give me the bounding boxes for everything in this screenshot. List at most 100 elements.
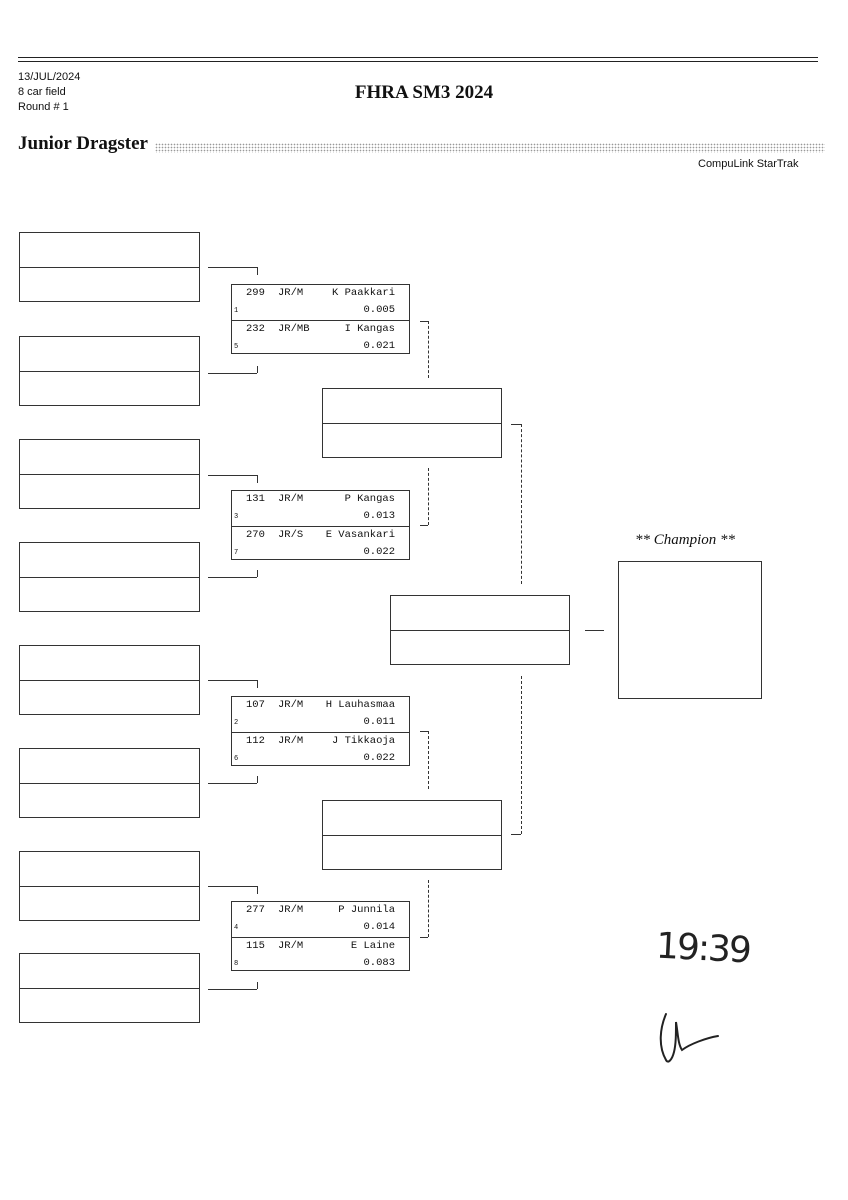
- car-number: 270: [246, 529, 265, 541]
- seed-number: 2: [234, 719, 239, 727]
- seed-number: 3: [234, 513, 239, 521]
- empty-entry-box: [19, 748, 200, 818]
- lane-bottom: 112 JR/M J Tikkaoja 0.022 6: [232, 732, 409, 768]
- connector-line: [420, 937, 428, 938]
- connector-line: [208, 373, 257, 374]
- seed-number: 6: [234, 755, 239, 763]
- car-class: JR/M: [278, 904, 304, 916]
- event-title: FHRA SM3 2024: [354, 82, 494, 103]
- car-class: JR/M: [278, 287, 304, 299]
- reaction-time: 0.011: [363, 716, 395, 728]
- round-number: Round # 1: [18, 101, 69, 113]
- car-class: JR/M: [278, 735, 304, 747]
- car-number: 277: [246, 904, 265, 916]
- category-dotted-bar: [155, 143, 825, 153]
- connector-dashed: [521, 424, 522, 584]
- connector-line: [511, 834, 521, 835]
- car-number: 112: [246, 735, 265, 747]
- car-class: JR/MB: [278, 323, 310, 335]
- category-title: Junior Dragster: [18, 133, 150, 155]
- match-pair-4: 277 JR/M P Junnila 0.014 4 115 JR/M E La…: [231, 901, 410, 971]
- connector-line: [257, 570, 258, 577]
- car-number: 299: [246, 287, 265, 299]
- match-pair-1: 299 JR/M K Paakkari 0.005 1 232 JR/MB I …: [231, 284, 410, 354]
- final-box: [390, 595, 570, 665]
- reaction-time: 0.013: [363, 510, 395, 522]
- driver-name: E Vasankari: [325, 529, 395, 541]
- driver-name: P Kangas: [344, 493, 395, 505]
- driver-name: I Kangas: [344, 323, 395, 335]
- empty-entry-box: [19, 542, 200, 612]
- connector-line: [208, 989, 257, 990]
- lane-top: 131 JR/M P Kangas 0.013 3: [232, 491, 409, 526]
- reaction-time: 0.021: [363, 340, 395, 352]
- reaction-time: 0.005: [363, 304, 395, 316]
- connector-line: [420, 321, 428, 322]
- driver-name: P Junnila: [338, 904, 395, 916]
- connector-dashed: [428, 731, 429, 789]
- handwritten-initials-icon: [659, 1013, 719, 1063]
- connector-line: [208, 475, 257, 476]
- connector-line: [208, 267, 257, 268]
- car-class: JR/S: [278, 529, 304, 541]
- seed-number: 8: [234, 960, 239, 968]
- empty-entry-box: [19, 336, 200, 406]
- connector-line: [511, 424, 521, 425]
- lane-top: 277 JR/M P Junnila 0.014 4: [232, 902, 409, 937]
- handwritten-time: 19:39: [654, 925, 751, 972]
- semifinal-box: [322, 388, 502, 458]
- connector-line: [585, 630, 604, 631]
- match-pair-2: 131 JR/M P Kangas 0.013 3 270 JR/S E Vas…: [231, 490, 410, 560]
- seed-number: 1: [234, 307, 239, 315]
- connector-line: [208, 886, 257, 887]
- match-pair-3: 107 JR/M H Lauhasmaa 0.011 2 112 JR/M J …: [231, 696, 410, 766]
- car-class: JR/M: [278, 940, 304, 952]
- connector-line: [257, 776, 258, 783]
- connector-line: [257, 886, 258, 894]
- connector-line: [208, 680, 257, 681]
- car-number: 115: [246, 940, 265, 952]
- empty-entry-box: [19, 953, 200, 1023]
- connector-line: [257, 982, 258, 989]
- driver-name: H Lauhasmaa: [325, 699, 395, 711]
- event-date: 13/JUL/2024: [18, 71, 81, 83]
- connector-line: [208, 783, 257, 784]
- empty-entry-box: [19, 645, 200, 715]
- empty-entry-box: [19, 439, 200, 509]
- connector-dashed: [428, 321, 429, 378]
- lane-top: 299 JR/M K Paakkari 0.005 1: [232, 285, 409, 320]
- reaction-time: 0.083: [363, 957, 395, 969]
- lane-top: 107 JR/M H Lauhasmaa 0.011 2: [232, 697, 409, 732]
- semifinal-box: [322, 800, 502, 870]
- connector-line: [208, 577, 257, 578]
- lane-bottom: 232 JR/MB I Kangas 0.021 5: [232, 320, 409, 356]
- event-info: 13/JUL/2024 8 car field Round # 1: [18, 70, 80, 115]
- car-number: 232: [246, 323, 265, 335]
- top-rule: [18, 57, 818, 58]
- connector-line: [257, 267, 258, 275]
- car-class: JR/M: [278, 493, 304, 505]
- connector-dashed: [521, 676, 522, 834]
- connector-line: [257, 366, 258, 373]
- connector-line: [420, 525, 428, 526]
- brand-label: CompuLink StarTrak: [698, 158, 799, 170]
- champion-label: ** Champion **: [634, 532, 735, 548]
- reaction-time: 0.022: [363, 752, 395, 764]
- seed-number: 5: [234, 343, 239, 351]
- driver-name: E Laine: [350, 940, 395, 952]
- reaction-time: 0.014: [363, 921, 395, 933]
- driver-name: J Tikkaoja: [331, 735, 395, 747]
- connector-dashed: [428, 468, 429, 525]
- connector-line: [420, 731, 428, 732]
- car-number: 131: [246, 493, 265, 505]
- lane-bottom: 115 JR/M E Laine 0.083 8: [232, 937, 409, 973]
- driver-name: K Paakkari: [331, 287, 395, 299]
- top-rule-secondary: [18, 61, 818, 62]
- lane-bottom: 270 JR/S E Vasankari 0.022 7: [232, 526, 409, 562]
- champion-box: [618, 561, 762, 699]
- seed-number: 7: [234, 549, 239, 557]
- empty-entry-box: [19, 851, 200, 921]
- connector-line: [257, 475, 258, 483]
- connector-dashed: [428, 880, 429, 937]
- empty-entry-box: [19, 232, 200, 302]
